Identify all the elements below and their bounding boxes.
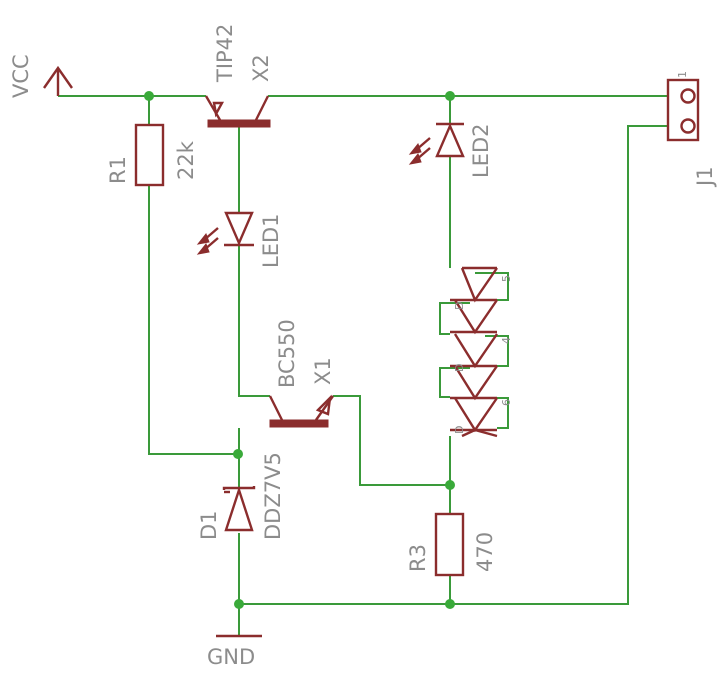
led2-name-label: LED2	[469, 124, 493, 179]
vcc-supply-symbol	[43, 65, 73, 96]
junction-dot	[234, 599, 244, 609]
junctions	[144, 91, 455, 609]
stack-pin-label: D	[453, 302, 466, 310]
wire-stack-loop-1	[475, 272, 509, 301]
vcc-label: VCC	[9, 54, 33, 98]
wire-ground-rail	[239, 125, 668, 605]
transistor-x2	[204, 95, 271, 128]
stack-pin-label: 5	[500, 275, 513, 282]
junction-dot	[445, 91, 455, 101]
diode-stack	[450, 266, 498, 438]
x2-name-label: X2	[249, 54, 273, 82]
stack-pin-label: D	[453, 426, 466, 434]
junction-dot	[144, 91, 154, 101]
x1-value-label: BC550	[275, 319, 299, 388]
stack-pin-label: 6	[500, 399, 513, 406]
led1-name-label: LED1	[259, 214, 283, 269]
junction-dot	[445, 480, 455, 490]
wire-stack-loop-2	[439, 302, 470, 335]
led1-symbol	[196, 211, 254, 255]
transistor-x1	[268, 394, 334, 428]
junction-dot	[445, 599, 455, 609]
d1-value-label: DDZ7V5	[261, 452, 285, 540]
r3-name-label: R3	[406, 544, 430, 572]
stack-pin-label: D	[453, 364, 466, 372]
junction-dot	[233, 449, 243, 459]
j1-name-label: J1	[693, 166, 717, 188]
wire-r1-bottom	[148, 186, 238, 455]
resistor-r3	[434, 512, 465, 577]
gnd-label: GND	[207, 645, 255, 669]
resistor-r1	[134, 123, 165, 187]
led2-symbol	[408, 122, 465, 165]
wires	[58, 95, 668, 636]
zener-diode-d1	[222, 486, 256, 532]
r1-value-label: 22k	[174, 140, 198, 180]
connector-j1	[666, 78, 700, 142]
wire-led1-to-x1	[238, 245, 270, 397]
x1-name-label: X1	[311, 357, 335, 385]
stack-pin-label: 4	[500, 337, 513, 344]
j1-pin1-label: 1	[676, 71, 689, 78]
r1-name-label: R1	[106, 156, 130, 184]
x2-value-label: TIP42	[213, 24, 237, 83]
wire-x1-emitter-to-r3	[333, 395, 450, 486]
r3-value-label: 470	[473, 532, 497, 572]
d1-name-label: D1	[197, 510, 221, 540]
